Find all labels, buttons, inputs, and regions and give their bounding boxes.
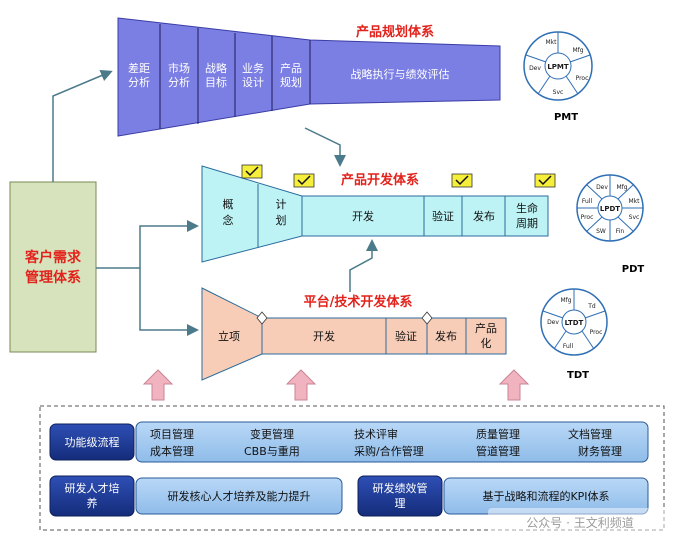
talent-content: 研发核心人才培养及能力提升	[168, 489, 311, 503]
pdt-item: Dev	[596, 184, 608, 191]
milestone-diamond	[256, 311, 268, 325]
planning-cell-strategy-line2: 目标	[205, 75, 227, 89]
performance-management: 研发绩效管 理 基于战略和流程的KPI体系	[357, 475, 649, 517]
planning-cell-gap-line1: 差距	[128, 61, 150, 75]
planning-cell-market-line1: 市场	[168, 61, 190, 75]
pmt-wheel: LPMT Mkt Mfg Proc Svc Dev PMT	[523, 31, 593, 123]
planning-cell-strategy-line1: 战略	[205, 61, 227, 75]
dev-stage-release: 发布	[473, 209, 495, 223]
pmt-item: Dev	[529, 65, 541, 72]
planning-cell-product-line2: 规划	[280, 75, 302, 89]
customer-demand-box: 客户需求 管理体系	[9, 181, 97, 353]
dev-stage-lifecycle-1: 生命	[516, 201, 538, 215]
check-icon	[451, 173, 473, 188]
planning-title: 产品规划体系	[356, 24, 434, 40]
tech-stage-productize-1: 产品	[475, 321, 497, 335]
tech-stage-verify: 验证	[395, 329, 417, 343]
tdt-center: LTDT	[565, 319, 584, 327]
dev-stage-verify: 验证	[432, 209, 454, 223]
pmt-item: Mkt	[545, 39, 557, 46]
tech-stage-initiate: 立项	[218, 329, 240, 343]
check-icon	[293, 173, 315, 188]
functional-item: 管道管理	[476, 444, 520, 458]
tdt-item: Mfg	[560, 297, 571, 304]
tdt-item: Dev	[547, 319, 559, 326]
platform-title: 平台/技术开发体系	[304, 294, 413, 310]
pdt-item: Fin	[616, 228, 625, 235]
pdt-item: Full	[582, 198, 593, 205]
functional-item: 项目管理	[150, 427, 194, 441]
planning-cell-business-line1: 业务	[242, 62, 264, 75]
functional-item: 技术评审	[354, 427, 398, 441]
watermark-text: 公众号 · 王文利频道	[526, 515, 633, 530]
check-icon	[534, 173, 556, 188]
pdt-item: Mfg	[616, 184, 627, 191]
tdt-item: Td	[587, 303, 596, 310]
planning-cell-gap-line2: 分析	[128, 75, 150, 89]
pdt-item: SW	[596, 228, 606, 235]
pmt-item: Mfg	[572, 47, 583, 54]
up-arrows	[142, 369, 530, 401]
functional-item: 成本管理	[150, 444, 194, 458]
planning-cell-business-line2: 设计	[242, 76, 264, 89]
dev-stage-lifecycle-2: 周期	[516, 217, 538, 230]
checkpoint-flags	[241, 164, 556, 188]
tdt-item: Proc	[590, 329, 603, 336]
performance-label-line2: 理	[395, 497, 406, 510]
connector-arrows	[52, 69, 378, 336]
development-title: 产品开发体系	[341, 172, 419, 188]
development-funnel: 概 念 计 划 开发 验证 发布 生命 周期	[201, 165, 549, 263]
performance-content: 基于战略和流程的KPI体系	[482, 489, 609, 503]
dev-stage-concept-2: 念	[223, 213, 234, 227]
up-arrow-icon	[498, 369, 530, 401]
performance-label-line1: 研发绩效管	[373, 481, 428, 495]
pmt-label: PMT	[554, 112, 578, 123]
dev-stage-develop: 开发	[352, 209, 374, 223]
functional-item: 财务管理	[578, 444, 622, 458]
pmt-item: Svc	[553, 89, 564, 96]
planning-funnel: 差距 分析 市场 分析 战略 目标 业务 设计 产品 规划 战略执行与绩效评估	[117, 17, 501, 137]
dev-stage-plan-1: 计	[276, 198, 287, 211]
platform-funnel: 立项 开发 验证 发布 产品 化	[201, 287, 507, 381]
tdt-wheel: LTDT Mfg Td Proc Full Dev TDT	[540, 288, 608, 381]
tdt-item: Full	[563, 343, 574, 350]
check-icon	[241, 164, 263, 179]
support-frame	[39, 405, 665, 531]
pdt-wheel: LPDT Dev Mfg Mkt Svc Fin SW Proc Full PD…	[576, 174, 645, 275]
pdt-label: PDT	[622, 264, 645, 275]
customer-line2: 管理体系	[25, 269, 81, 286]
pmt-item: Proc	[576, 75, 589, 82]
planning-cell-market-line2: 分析	[168, 75, 190, 89]
talent-development: 研发人才培 养 研发核心人才培养及能力提升	[49, 475, 343, 517]
functional-processes: 功能级流程 项目管理 变更管理 技术评审 质量管理 文档管理 成本管理 CBB与…	[49, 421, 649, 463]
functional-label: 功能级流程	[65, 435, 120, 449]
functional-item: 变更管理	[250, 427, 294, 441]
planning-cell-product-line1: 产品	[280, 61, 302, 75]
functional-item: 文档管理	[568, 427, 612, 441]
up-arrow-icon	[142, 369, 174, 401]
pdt-item: Proc	[581, 214, 594, 221]
up-arrow-icon	[285, 369, 317, 401]
planning-tail-text: 战略执行与绩效评估	[351, 67, 450, 81]
milestone-diamond	[421, 311, 433, 325]
pmt-center: LPMT	[547, 63, 569, 71]
functional-item: 采购/合作管理	[354, 444, 424, 458]
pdt-center: LPDT	[600, 205, 620, 213]
customer-line1: 客户需求	[24, 249, 82, 266]
pdt-item: Mkt	[628, 198, 640, 205]
tech-stage-develop: 开发	[313, 329, 335, 343]
tech-stage-productize-2: 化	[481, 336, 492, 350]
watermark: 公众号 · 王文利频道	[488, 508, 674, 536]
talent-label-line2: 养	[87, 496, 98, 510]
talent-label-line1: 研发人才培	[65, 481, 120, 495]
tdt-label: TDT	[567, 370, 589, 381]
functional-item: 质量管理	[476, 427, 520, 441]
pdt-item: Svc	[629, 214, 640, 221]
functional-item: CBB与重用	[244, 444, 300, 458]
tech-stage-release: 发布	[435, 329, 457, 343]
dev-stage-plan-2: 划	[276, 214, 287, 227]
dev-stage-concept-1: 概	[223, 198, 234, 211]
